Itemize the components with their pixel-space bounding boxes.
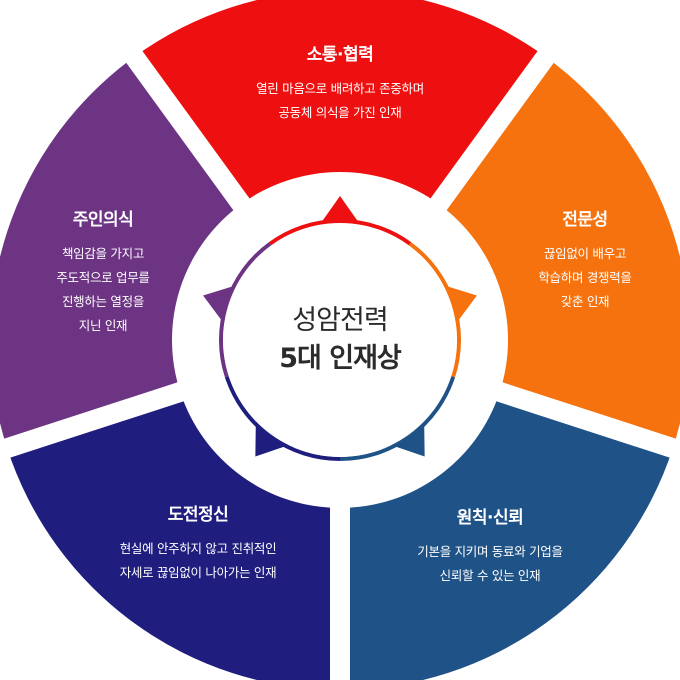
center-title-line2: 5대 인재상 xyxy=(279,343,402,374)
segment-desc-line: 학습하며 경쟁력을 xyxy=(538,270,632,285)
ring-arc-challenge xyxy=(224,376,341,461)
segment-desc-line: 책임감을 가지고 xyxy=(61,246,145,261)
segment-desc-line: 공동체 의식을 가진 인재 xyxy=(278,105,402,120)
ring-arc-integrity xyxy=(339,376,456,461)
segment-desc-line: 주도적으로 업무를 xyxy=(56,270,150,285)
segment-desc-line: 현실에 안주하지 않고 진취적인 xyxy=(119,541,277,556)
ring-arc-expertise xyxy=(408,242,461,378)
segment-communication: 소통·협력 열린 마음으로 배려하고 존중하며 공동체 의식을 가진 인재 xyxy=(256,40,424,125)
segment-desc-line: 진행하는 열정을 xyxy=(61,294,145,309)
segment-wedge-ownership xyxy=(0,56,242,449)
segment-desc-line: 기본을 지키며 동료와 기업을 xyxy=(417,544,563,559)
ring-arc-communication xyxy=(268,219,412,246)
segment-integrity: 원칙·신뢰 기본을 지키며 동료와 기업을 신뢰할 수 있는 인재 xyxy=(417,503,563,588)
pointer-triangle-communication xyxy=(319,196,361,225)
segment-desc-line: 열린 마음으로 배려하고 존중하며 xyxy=(256,81,424,96)
segment-wedge-challenge xyxy=(7,391,340,680)
segment-wedge-expertise xyxy=(438,56,680,449)
segment-desc-line: 자세로 끊임없이 나아가는 인재 xyxy=(119,565,277,580)
segment-title: 소통·협력 xyxy=(306,45,374,65)
segment-wedge-integrity xyxy=(340,391,673,680)
segment-expertise: 전문성 끊임없이 배우고 학습하며 경쟁력을 갖춘 인재 xyxy=(538,205,632,314)
segment-ownership: 주인의식 책임감을 가지고 주도적으로 업무를 진행하는 열정을 지닌 인재 xyxy=(56,205,150,338)
ring-arc-ownership xyxy=(219,242,272,378)
segment-desc-line: 끊임없이 배우고 xyxy=(543,246,627,261)
segment-challenge: 도전정신 현실에 안주하지 않고 진취적인 자세로 끊임없이 나아가는 인재 xyxy=(120,500,277,585)
segment-title: 전문성 xyxy=(562,210,608,230)
center-title-line1: 성암전력 xyxy=(292,305,388,336)
segment-title: 주인의식 xyxy=(72,210,134,230)
segment-desc-line: 지닌 인재 xyxy=(78,318,128,333)
segment-title: 원칙·신뢰 xyxy=(456,508,524,528)
center-title: 성암전력 5대 인재상 xyxy=(279,302,402,378)
segment-title: 도전정신 xyxy=(167,505,229,525)
center-inner xyxy=(223,223,457,457)
segment-desc-line: 갖춘 인재 xyxy=(560,294,610,309)
segment-desc-line: 신뢰할 수 있는 인재 xyxy=(439,568,541,583)
segment-wedge-communication xyxy=(134,0,546,205)
